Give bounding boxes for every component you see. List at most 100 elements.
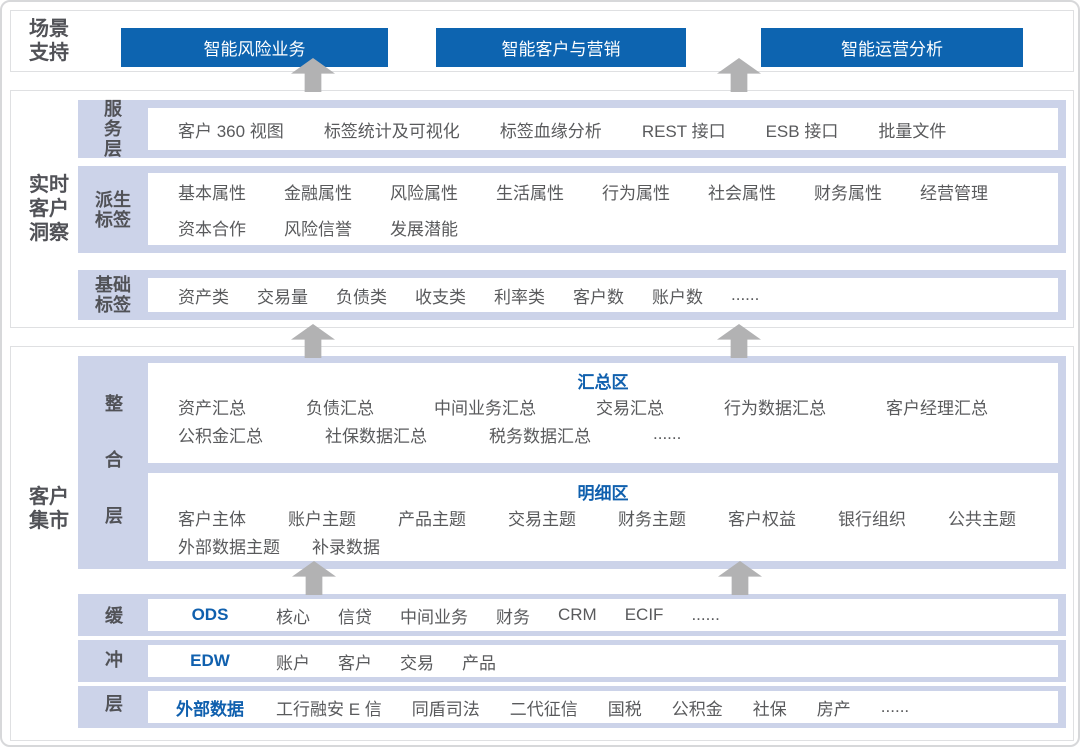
detail-item: 银行组织 (838, 509, 906, 529)
source-item: 客户 (338, 653, 372, 673)
tag-item: 发展潜能 (390, 219, 458, 239)
tag-item: 行为属性 (602, 183, 670, 203)
tag-item: 资本合作 (178, 219, 246, 239)
tag-item: 金融属性 (284, 183, 352, 203)
integration-layer-band: 整合层 汇总区 资产汇总 负债汇总 中间业务汇总 交易汇总 行为数据汇总 客户经… (78, 356, 1066, 569)
edw-label: EDW (190, 651, 230, 670)
source-item: 信贷 (338, 607, 372, 627)
buffer-external-box: 外部数据 工行融安 E 信 同盾司法 二代征信 国税 公积金 社保 房产 ...… (148, 691, 1058, 723)
service-item: 标签血缘分析 (499, 121, 602, 141)
realtime-insight-panel: 实时客户洞察 服务层 客户 360 视图 标签统计及可视化 标签血缘分析 RES… (10, 90, 1074, 328)
source-item: 同盾司法 (411, 699, 480, 719)
service-item: 批量文件 (878, 121, 947, 141)
source-item: 交易 (400, 653, 434, 673)
detail-items-line1: 客户主体 账户主题 产品主题 交易主题 财务主题 客户权益 银行组织 公共主题 (148, 503, 1058, 531)
ods-label: ODS (191, 605, 229, 624)
detail-item: 外部数据主题 (178, 537, 280, 557)
source-item: 中间业务 (400, 607, 468, 627)
service-item: 客户 360 视图 (178, 121, 284, 141)
detail-item: 交易主题 (508, 509, 576, 529)
summary-zone-box: 汇总区 资产汇总 负债汇总 中间业务汇总 交易汇总 行为数据汇总 客户经理汇总 … (148, 363, 1058, 463)
integration-layer-label: 整合层 (103, 393, 123, 562)
service-item: ESB 接口 (765, 121, 839, 141)
tag-item: 资产类 (178, 287, 229, 307)
detail-item: 公共主题 (948, 509, 1016, 529)
detail-item: 产品主题 (398, 509, 466, 529)
source-item: ...... (880, 697, 910, 716)
tag-item: 风险信誉 (284, 219, 352, 239)
summary-items-line1: 资产汇总 负债汇总 中间业务汇总 交易汇总 行为数据汇总 客户经理汇总 (148, 392, 1058, 420)
derived-tag-band: 派生标签 基本属性 金融属性 风险属性 生活属性 行为属性 社会属性 财务属性 … (78, 166, 1066, 253)
detail-zone-box: 明细区 客户主体 账户主题 产品主题 交易主题 财务主题 客户权益 银行组织 公… (148, 473, 1058, 561)
tag-item: 财务属性 (814, 183, 882, 203)
ods-items: 核心 信贷 中间业务 财务 CRM ECIF ...... (254, 603, 720, 628)
smart-customer-marketing-button[interactable]: 智能客户与营销 (436, 28, 686, 67)
source-item: 核心 (276, 607, 310, 627)
basic-tag-band: 基础标签 资产类 交易量 负债类 收支类 利率类 客户数 账户数 ...... (78, 270, 1066, 320)
source-item: 公积金 (671, 699, 723, 719)
tag-item: 基本属性 (178, 183, 246, 203)
tag-item: 风险属性 (390, 183, 458, 203)
summary-item: 社保数据汇总 (325, 426, 427, 446)
buffer-edw-box: EDW 账户 客户 交易 产品 (148, 645, 1058, 677)
tag-item: 客户数 (573, 287, 624, 307)
tag-item: ...... (731, 285, 760, 304)
tag-item: 生活属性 (496, 183, 564, 203)
smart-operation-analysis-button[interactable]: 智能运营分析 (761, 28, 1023, 67)
detail-items-line2: 外部数据主题 补录数据 (148, 531, 1058, 559)
derived-items-line1: 基本属性 金融属性 风险属性 生活属性 行为属性 社会属性 财务属性 经营管理 (148, 176, 1058, 206)
external-items: 工行融安 E 信 同盾司法 二代征信 国税 公积金 社保 房产 ...... (254, 695, 909, 720)
summary-items-line2: 公积金汇总 社保数据汇总 税务数据汇总 ...... (148, 420, 1058, 448)
service-layer-band: 服务层 客户 360 视图 标签统计及可视化 标签血缘分析 REST 接口 ES… (78, 99, 1066, 159)
detail-item: 财务主题 (618, 509, 686, 529)
customer-mart-panel: 客户集市 整合层 汇总区 资产汇总 负债汇总 中间业务汇总 交易汇总 行为数据汇… (10, 346, 1074, 741)
buffer-external-band: 外部数据 工行融安 E 信 同盾司法 二代征信 国税 公积金 社保 房产 ...… (78, 686, 1066, 728)
summary-item: 负债汇总 (306, 398, 374, 418)
service-layer-label: 服务层 (104, 99, 122, 159)
buffer-ods-box: ODS 核心 信贷 中间业务 财务 CRM ECIF ...... (148, 599, 1058, 631)
buffer-ods-band: ODS 核心 信贷 中间业务 财务 CRM ECIF ...... (78, 594, 1066, 636)
tag-item: 经营管理 (920, 183, 988, 203)
buffer-edw-band: EDW 账户 客户 交易 产品 (78, 640, 1066, 682)
source-item: 产品 (462, 653, 496, 673)
derived-tag-label: 派生标签 (95, 189, 131, 230)
scenario-support-panel: 场景支持 智能风险业务 智能客户与营销 智能运营分析 (10, 10, 1074, 72)
summary-item: 交易汇总 (596, 398, 664, 418)
basic-tag-box: 资产类 交易量 负债类 收支类 利率类 客户数 账户数 ...... (148, 278, 1058, 312)
tag-item: 账户数 (652, 287, 703, 307)
tag-item: 利率类 (494, 287, 545, 307)
edw-items: 账户 客户 交易 产品 (254, 649, 496, 674)
detail-item: 补录数据 (312, 537, 380, 557)
service-layer-box: 客户 360 视图 标签统计及可视化 标签血缘分析 REST 接口 ESB 接口… (148, 108, 1058, 150)
source-item: 财务 (496, 607, 530, 627)
summary-item: 中间业务汇总 (434, 398, 536, 418)
summary-item: 资产汇总 (178, 398, 246, 418)
source-item: ECIF (624, 605, 664, 624)
summary-item: 行为数据汇总 (724, 398, 826, 418)
tag-item: 交易量 (257, 287, 308, 307)
summary-item: 公积金汇总 (178, 426, 263, 446)
tag-item: 负债类 (336, 287, 387, 307)
source-item: CRM (558, 605, 597, 624)
tag-item: 社会属性 (708, 183, 776, 203)
summary-item: ...... (653, 424, 682, 443)
source-item: 账户 (276, 653, 310, 673)
source-item: ...... (691, 605, 720, 624)
external-data-label: 外部数据 (176, 699, 244, 719)
summary-item: 客户经理汇总 (886, 398, 988, 418)
source-item: 房产 (816, 699, 851, 719)
summary-zone-title: 汇总区 (577, 372, 629, 392)
tag-item: 收支类 (415, 287, 466, 307)
derived-tag-box: 基本属性 金融属性 风险属性 生活属性 行为属性 社会属性 财务属性 经营管理 … (148, 173, 1058, 245)
basic-tag-label: 基础标签 (95, 275, 131, 315)
customer-mart-label: 客户集市 (29, 486, 69, 532)
service-item: 标签统计及可视化 (323, 121, 460, 141)
realtime-insight-label: 实时客户洞察 (29, 174, 69, 244)
detail-item: 客户权益 (728, 509, 796, 529)
basic-items: 资产类 交易量 负债类 收支类 利率类 客户数 账户数 ...... (148, 278, 759, 312)
derived-items-line2: 资本合作 风险信誉 发展潜能 (148, 212, 1058, 242)
detail-zone-title: 明细区 (577, 483, 629, 503)
smart-risk-button[interactable]: 智能风险业务 (121, 28, 388, 67)
source-item: 社保 (752, 699, 787, 719)
